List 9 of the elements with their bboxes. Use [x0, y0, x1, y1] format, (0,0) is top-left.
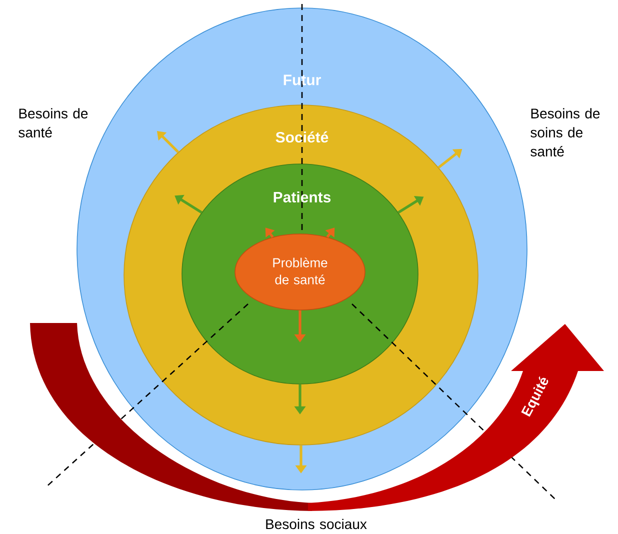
ring: [234, 234, 366, 310]
side-label: Besoins de santé: [18, 108, 88, 138]
ring-label: Futur: [284, 74, 321, 86]
ring-label: Société: [276, 131, 328, 143]
ring-label: Patients: [274, 191, 331, 202]
side-label: Besoins sociaux: [266, 518, 367, 530]
ring-label: Problème de santé: [273, 258, 328, 284]
arrow: [325, 228, 335, 238]
side-label: Besoins de soins de santé: [530, 108, 600, 156]
